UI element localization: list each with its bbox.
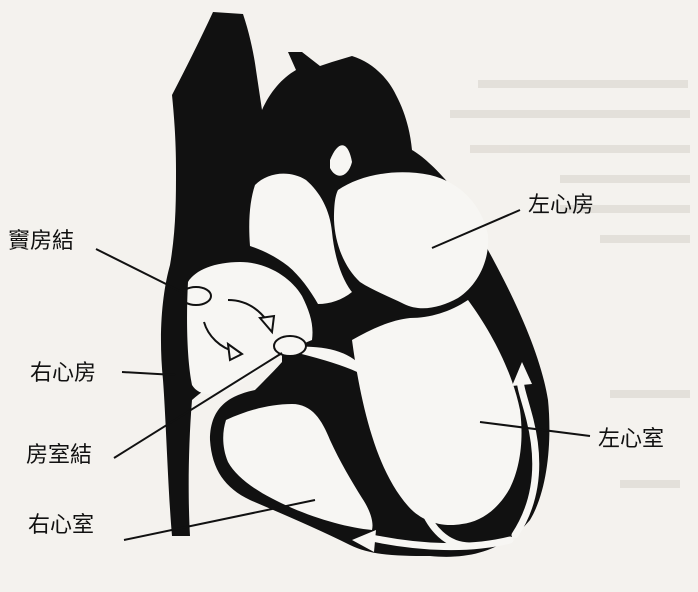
heart-illustration [161,12,549,557]
label-left-ventricle: 左心室 [598,427,664,452]
av-node-oval [274,336,306,356]
label-left-atrium: 左心房 [528,193,594,218]
leader-right-ventricle [124,500,315,540]
label-right-atrium: 右心房 [30,361,96,386]
label-sinoatrial-node: 竇房結 [8,229,74,254]
label-right-ventricle: 右心室 [28,513,94,538]
label-atrioventricular-node: 房室結 [26,443,92,468]
